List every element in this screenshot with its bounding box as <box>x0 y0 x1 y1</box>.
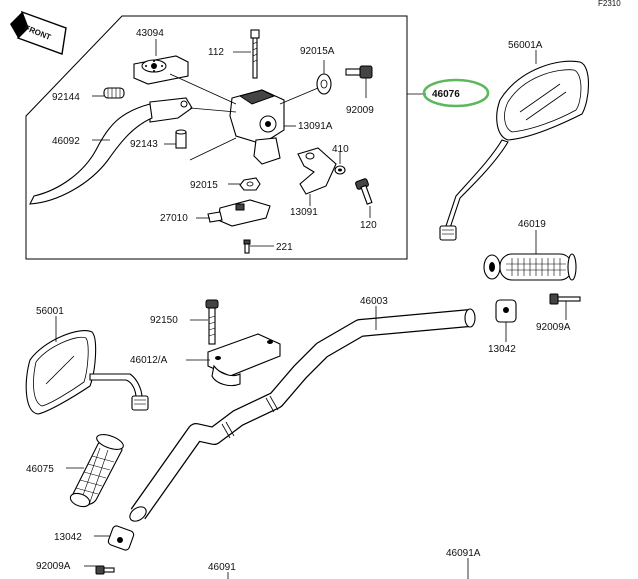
screw-92009A-left <box>95 565 115 575</box>
label-92009A-left: 92009A <box>36 561 71 572</box>
label-46076: 46076 <box>432 89 460 100</box>
label-92009A-right: 92009A <box>536 322 571 333</box>
label-92150: 92150 <box>150 315 178 326</box>
front-arrow-icon: FRONT <box>10 10 67 55</box>
screw-221 <box>243 239 251 254</box>
grip-texture <box>506 258 566 276</box>
figure-code: F2310 <box>598 0 621 8</box>
bar-end-13042-right <box>495 299 517 323</box>
master-cylinder-13091A <box>229 89 285 165</box>
grip-46019 <box>483 253 577 281</box>
label-56001A: 56001A <box>508 40 543 51</box>
label-13091A: 13091A <box>298 121 333 132</box>
reservoir-cap <box>133 55 189 85</box>
bolt-92150 <box>205 299 219 345</box>
bar-end-13042-left <box>107 525 135 551</box>
label-27010: 27010 <box>160 213 188 224</box>
label-13042-left: 13042 <box>54 532 82 543</box>
label-221: 221 <box>276 242 293 253</box>
label-43094: 43094 <box>136 28 164 39</box>
label-46019: 46019 <box>518 219 546 230</box>
label-56001: 56001 <box>36 306 64 317</box>
label-92015: 92015 <box>190 180 218 191</box>
screw-92009-top <box>345 65 373 79</box>
label-410: 410 <box>332 144 349 155</box>
grip-texture-left <box>75 447 115 503</box>
label-13042-right: 13042 <box>488 344 516 355</box>
handlebar-46003 <box>129 308 476 522</box>
mirror-56001A <box>439 60 590 241</box>
label-46091A: 46091A <box>446 548 481 559</box>
highlight-ring-46076 <box>422 78 490 108</box>
clamp-13091 <box>297 147 337 195</box>
bolt-112 <box>250 29 260 79</box>
label-46012A: 46012/A <box>130 355 168 366</box>
switch-27010 <box>207 199 271 227</box>
washer-92015A <box>316 73 332 95</box>
holder-46012A <box>207 333 281 387</box>
bolt-120 <box>355 178 373 205</box>
spring-92144 <box>103 87 125 99</box>
label-46092: 46092 <box>52 136 80 147</box>
label-92144: 92144 <box>52 92 80 103</box>
nut-92015 <box>239 177 261 191</box>
label-120: 120 <box>360 220 377 231</box>
label-13091: 13091 <box>290 207 318 218</box>
label-46091: 46091 <box>208 562 236 573</box>
brake-lever-46092 <box>29 97 193 205</box>
mirror-56001 <box>25 330 149 415</box>
washer-410 <box>334 165 346 175</box>
label-46075: 46075 <box>26 464 54 475</box>
grip-46075 <box>69 434 124 508</box>
label-92143: 92143 <box>130 139 158 150</box>
label-92015A: 92015A <box>300 46 335 57</box>
label-112: 112 <box>208 47 224 58</box>
label-92009-top: 92009 <box>346 105 374 116</box>
label-46003: 46003 <box>360 296 388 307</box>
screw-92009A-right <box>549 293 581 305</box>
assembly-frame <box>25 15 408 260</box>
collar-92143 <box>175 129 187 149</box>
knurl-marks <box>221 395 279 439</box>
